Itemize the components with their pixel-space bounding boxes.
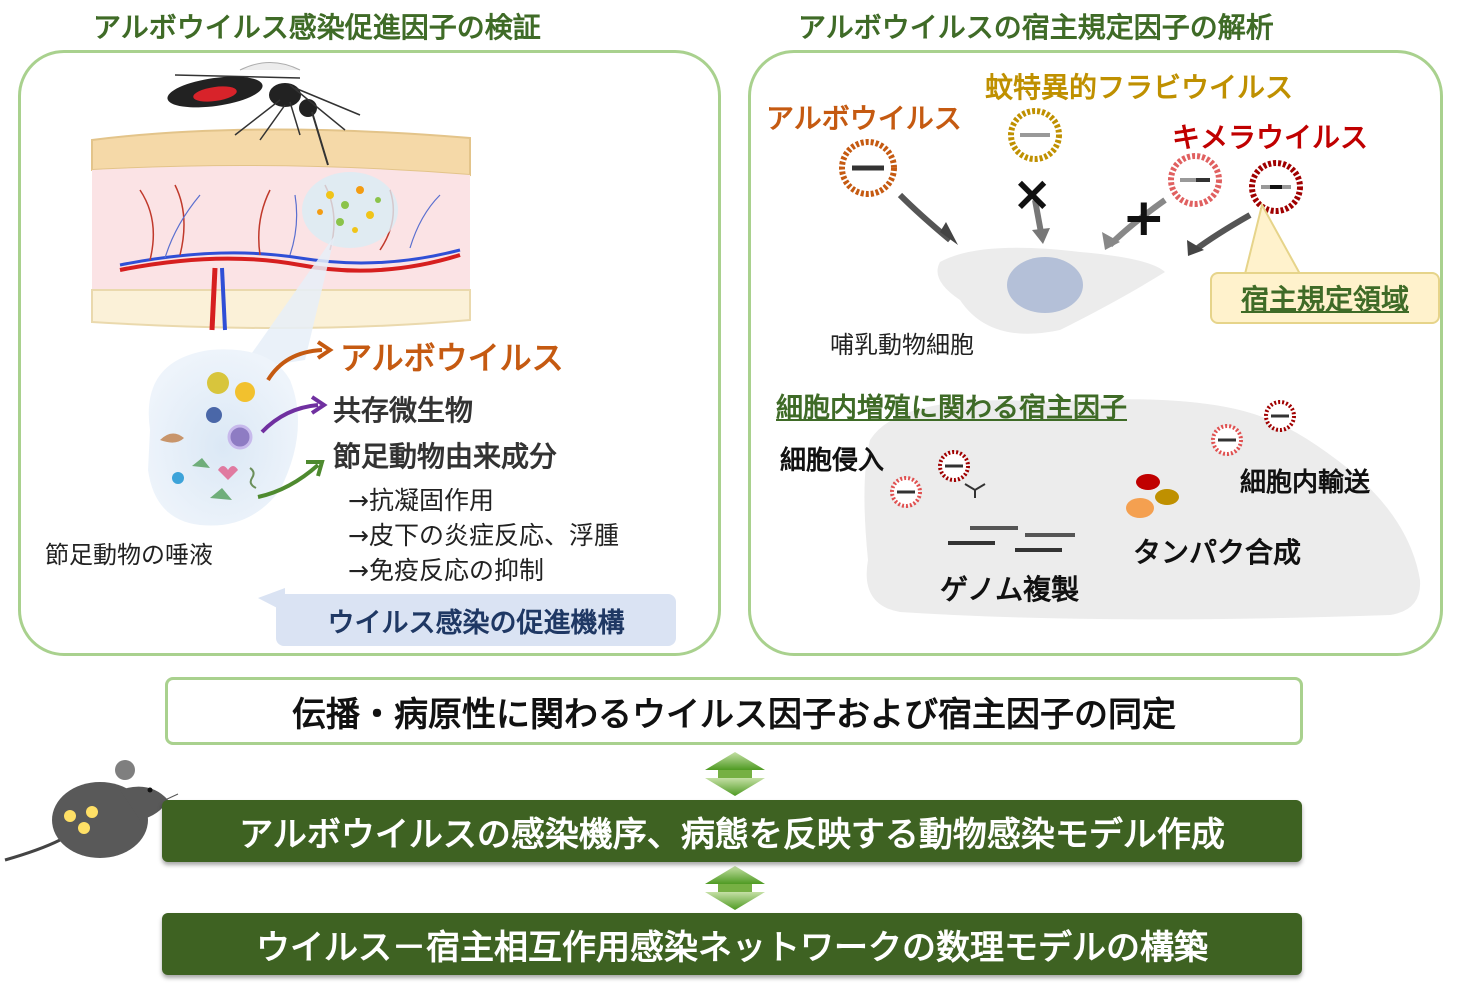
label-coexisting-microbes: 共存微生物 xyxy=(333,394,474,427)
virus-entry-1-icon xyxy=(890,476,922,508)
bar-identification: 伝播・病原性に関わるウイルス因子および宿主因子の同定 xyxy=(165,677,1303,745)
label-chimera-virus: キメラウイルス xyxy=(1172,121,1369,154)
label-arbovirus-orange: アルボウイルス xyxy=(340,339,564,377)
effect-immune-suppression: →免疫反応の抑制 xyxy=(348,556,544,585)
host-region-callout: 宿主規定領域 xyxy=(1210,272,1440,324)
insect-flavivirus-particle-icon xyxy=(1008,108,1062,162)
saliva-label: 節足動物の唾液 xyxy=(45,541,213,569)
label-intracellular-transport: 細胞内輸送 xyxy=(1240,468,1371,498)
chimera-virus-particle-1-icon xyxy=(1168,153,1222,207)
bar-mathematical-model: ウイルス－宿主相互作用感染ネットワークの数理モデルの構築 xyxy=(162,913,1302,975)
label-genome-replication: ゲノム複製 xyxy=(940,573,1080,606)
virus-entry-2-icon xyxy=(938,450,970,482)
effect-anticoagulation: →抗凝固作用 xyxy=(348,486,494,515)
mouse-icon xyxy=(4,760,181,862)
left-panel-title: アルボウイルス感染促進因子の検証 xyxy=(93,11,541,44)
label-cell-entry: 細胞侵入 xyxy=(780,446,885,476)
arbovirus-particle-icon xyxy=(839,139,897,197)
virus-transport-1-icon xyxy=(1211,424,1243,456)
effect-inflammation: →皮下の炎症反応、浮腫 xyxy=(348,521,619,550)
label-mammal-cell: 哺乳動物細胞 xyxy=(830,331,974,359)
right-panel-title: アルボウイルスの宿主規定因子の解析 xyxy=(798,11,1274,44)
double-arrow-2-icon xyxy=(705,866,765,910)
label-insect-specific-flavivirus: 蚊特異的フラビウイルス xyxy=(985,71,1294,104)
double-arrow-1-icon xyxy=(705,752,765,796)
virus-transport-2-icon xyxy=(1264,400,1296,432)
cross-mark: × xyxy=(1012,166,1053,222)
label-arbovirus: アルボウイルス xyxy=(766,102,962,135)
skin-illustration xyxy=(91,62,471,612)
infection-mechanism-callout: ウイルス感染の促進機構 xyxy=(276,594,676,646)
chimera-virus-particle-2-icon xyxy=(1249,160,1303,214)
plus-mark: + xyxy=(1122,188,1166,248)
genome-fragments-icon xyxy=(948,526,1075,552)
section-host-factors: 細胞内増殖に関わる宿主因子 xyxy=(776,393,1127,424)
label-arthropod-components: 節足動物由来成分 xyxy=(333,440,558,473)
bar-animal-model: アルボウイルスの感染機序、病態を反映する動物感染モデル作成 xyxy=(162,800,1302,862)
host-factor-illustration xyxy=(839,108,1421,620)
mosquito-icon xyxy=(167,62,361,166)
label-protein-synthesis: タンパク合成 xyxy=(1133,536,1302,569)
